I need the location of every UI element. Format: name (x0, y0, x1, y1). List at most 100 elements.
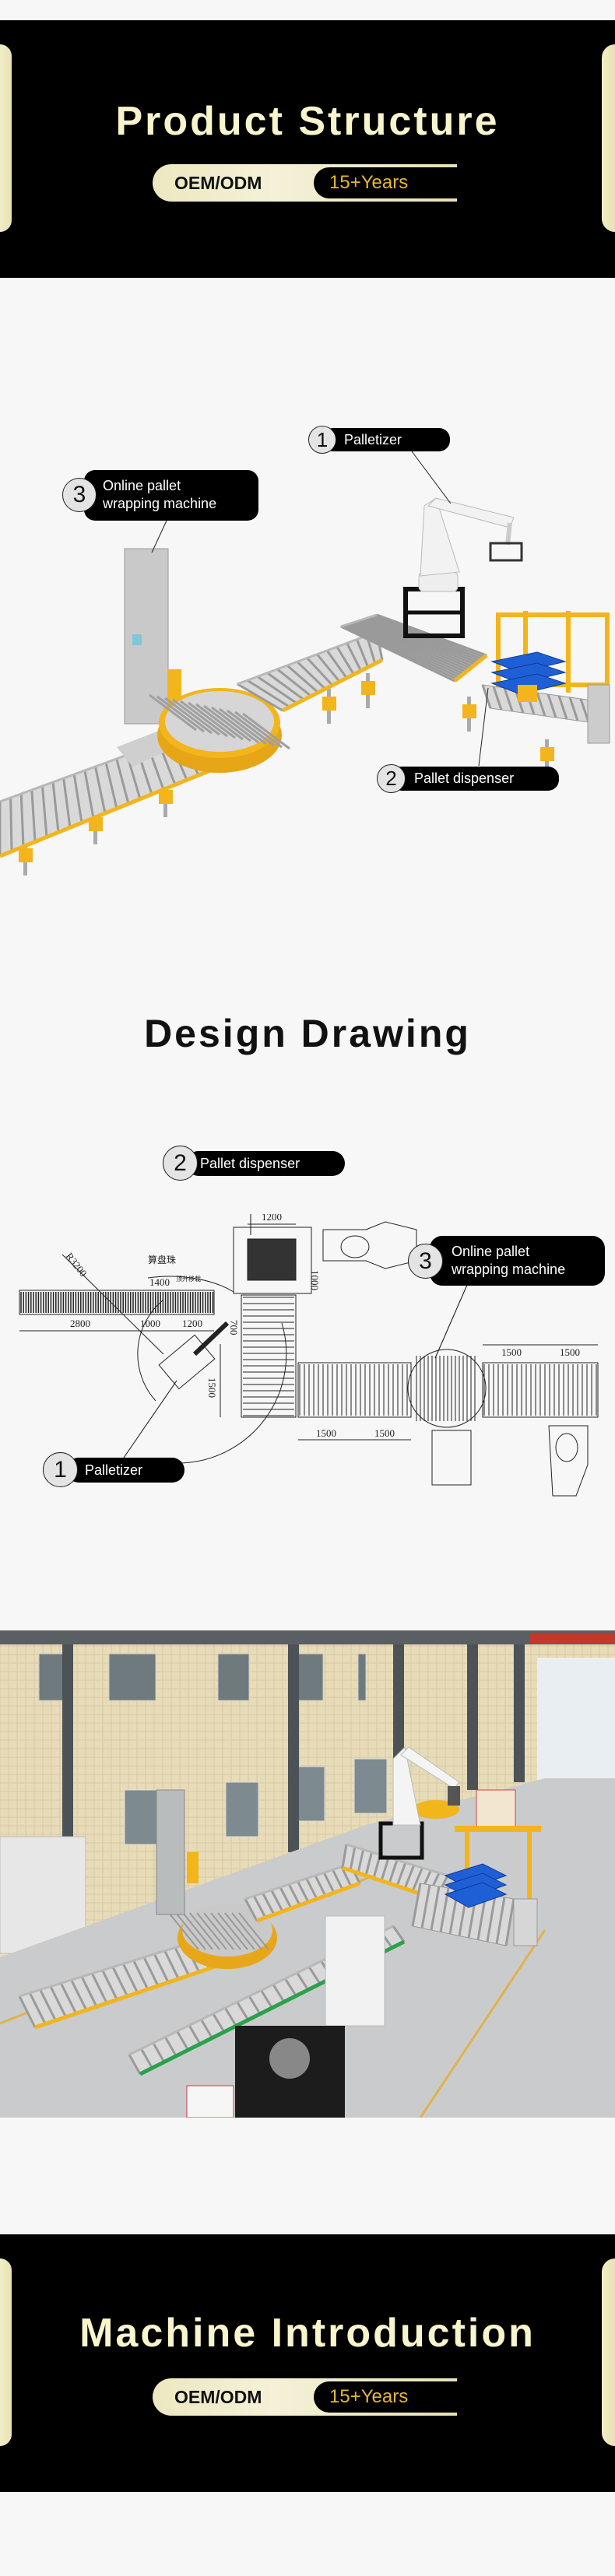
conveyor-roller (481, 684, 492, 709)
turntable-roller (224, 1912, 255, 1950)
callout-number-badge: 1 (308, 426, 336, 454)
conveyor-roller (279, 1886, 293, 1909)
floor-marking (419, 1929, 546, 2118)
steel-column (288, 1644, 299, 1852)
drawing-conveyor (482, 1362, 599, 1418)
conveyor-roller (272, 1984, 286, 2003)
conveyor-roller (252, 1895, 267, 1918)
callout-label-line2: wrapping machine (103, 496, 217, 511)
callout-label: Palletizer (66, 1458, 184, 1483)
wrapper-turntable-outline (407, 1349, 487, 1428)
steel-column (514, 1644, 525, 1782)
drawing-conveyor (297, 1362, 412, 1418)
conveyor-roller (557, 695, 568, 720)
conveyor-roller (83, 770, 95, 819)
badge-oem-odm: OEM/ODM (174, 2387, 262, 2407)
conveyor-roller (492, 686, 503, 711)
conveyor-roller (364, 617, 476, 666)
conveyor-roller (345, 623, 460, 679)
conveyor-roller (296, 1972, 309, 1991)
conveyor-rail (256, 1881, 360, 1923)
blue-pallet (444, 1882, 508, 1908)
conveyor-roller (262, 1892, 276, 1915)
forklift-cab (340, 1235, 370, 1258)
conveyor-roller (72, 774, 83, 823)
radius-label: R3200 (64, 1251, 90, 1279)
banner-title: Product Structure (115, 99, 500, 144)
dispenser-outline (233, 1227, 312, 1294)
wrapper-unit-outline (431, 1430, 472, 1486)
robot-gripper (489, 542, 523, 562)
conveyor-roller (364, 1851, 373, 1876)
robot-gripper (448, 1786, 460, 1806)
conveyor-roller (266, 672, 305, 701)
dim-1500-vertical: 1500 (206, 1377, 218, 1398)
motor-box (322, 697, 336, 711)
conveyor-roller (256, 676, 298, 704)
drawing-callout-palletizer: Palletizer 1 (43, 1452, 184, 1487)
conveyor-roller (212, 2013, 226, 2033)
factory-window (217, 1653, 250, 1701)
turntable-roller (180, 700, 228, 738)
turntable-roller (238, 1912, 269, 1950)
banner-title: Machine Introduction (79, 2311, 536, 2356)
callout-pallet-dispenser: Pallet dispenser 2 (377, 764, 559, 793)
dim-1500-c: 1500 (501, 1346, 522, 1358)
conveyor-roller (244, 1898, 258, 1921)
dispenser-pallet (247, 1238, 297, 1281)
lift-label: 顶升移栽 (176, 1275, 201, 1283)
conveyor-rail (281, 658, 384, 713)
robot-wrist (505, 522, 512, 546)
steel-beam (0, 1630, 615, 1644)
conveyor-roller (49, 1985, 67, 2018)
dim-1200-left: 1200 (182, 1318, 202, 1329)
steel-column (467, 1644, 478, 1790)
robot-arm (427, 497, 515, 528)
conveyor-roller (115, 758, 130, 805)
conveyor-roller (536, 692, 546, 717)
robot-body (392, 1746, 421, 1826)
conveyor-roller (90, 1973, 108, 2004)
conveyor-roller (297, 1880, 310, 1903)
conveyor-roller (276, 668, 312, 697)
motor-box (361, 681, 375, 695)
factory-installation-photo (0, 1630, 615, 2118)
stacked-boxes (476, 1789, 516, 1830)
factory-window (124, 1789, 158, 1845)
factory-opening (537, 1658, 615, 1790)
conveyor-roller (332, 1869, 344, 1890)
turntable-roller (210, 1912, 241, 1950)
control-box (587, 684, 610, 744)
callout-label: Palletizer (322, 428, 450, 451)
factory-window (357, 1653, 367, 1701)
callout-label: Online pallet wrapping machine (84, 470, 258, 521)
conveyor-roller (368, 616, 480, 662)
conveyor-roller (132, 1960, 149, 1990)
turntable-roller (217, 1912, 248, 1950)
conveyor-roller (284, 1978, 297, 1997)
conveyor-roller (308, 1966, 322, 1985)
conveyor-roller (111, 1966, 128, 1997)
conveyor-roller (366, 616, 478, 664)
conveyor-roller (403, 1865, 416, 1890)
conveyor-roller (336, 646, 355, 676)
turntable-roller (203, 704, 251, 742)
conveyor-roller (322, 1872, 336, 1893)
conveyor-roller (411, 1883, 422, 1927)
robot-reach-arc (178, 1322, 287, 1464)
conveyor-roller (349, 1847, 357, 1871)
conveyor-roller (356, 639, 370, 668)
conveyor-roller (346, 642, 362, 672)
carton-boxes (186, 2085, 234, 2118)
conveyor-roller (286, 664, 319, 693)
dim-1400: 1400 (149, 1276, 170, 1288)
factory-floor (0, 1778, 615, 2118)
conveyor-roller (340, 1866, 353, 1887)
turntable-roller (189, 1912, 220, 1950)
turntable-roller (156, 695, 205, 733)
dispenser-frame (455, 1826, 541, 1832)
turntable-roller (242, 712, 290, 750)
banner-side-tab-left (0, 2258, 12, 2446)
conveyor-roller (237, 683, 283, 712)
conveyor-roller (18, 1995, 37, 2028)
